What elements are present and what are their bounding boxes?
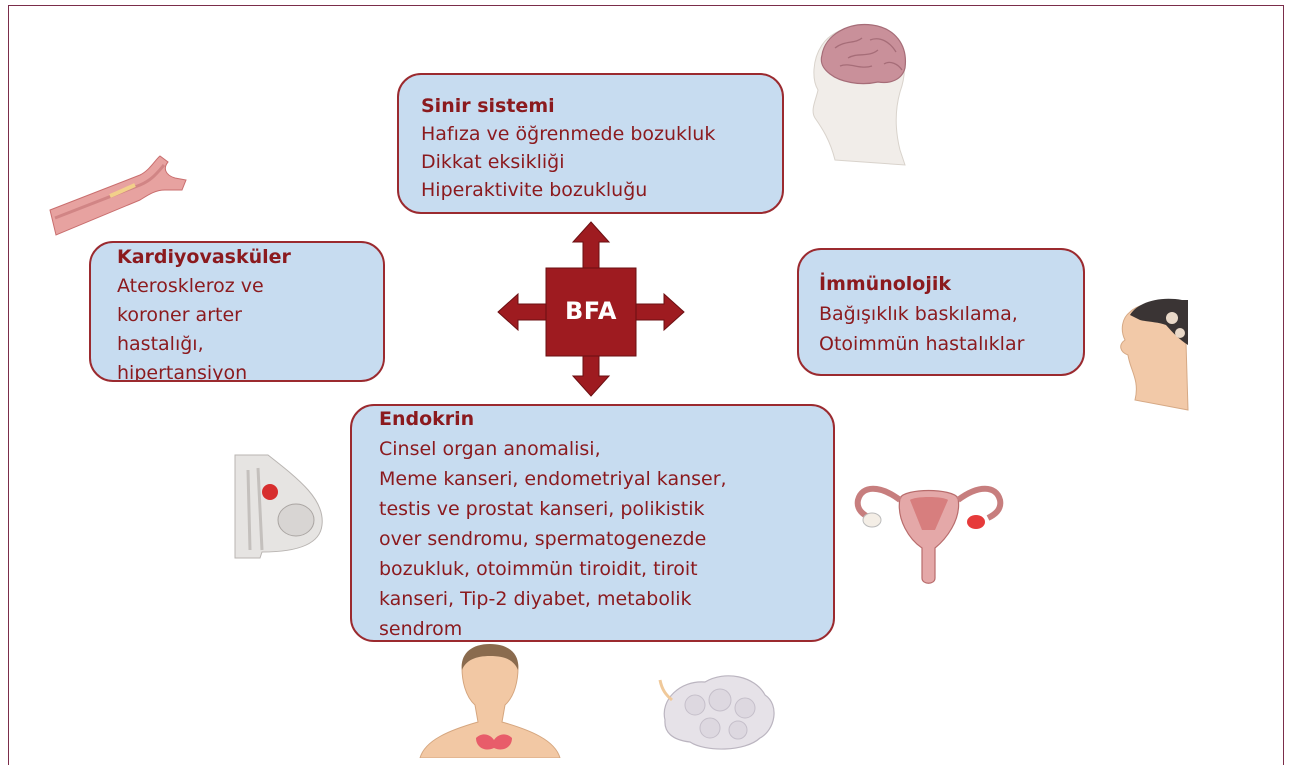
endocrine-item: kanseri, Tip-2 diyabet, metabolik (379, 584, 833, 614)
endocrine-item: Cinsel organ anomalisi, (379, 434, 833, 464)
uterus-icon (858, 489, 1001, 584)
cardiovascular-item: hipertansiyon (117, 359, 383, 382)
immunological-title: İmmünolojik (819, 269, 1083, 299)
nervous-system-item: Dikkat eksikliği (421, 148, 782, 176)
nervous-system-item: Hiperaktivite bozukluğu (421, 176, 782, 204)
pancreas-icon (660, 676, 774, 749)
endocrine-item: bozukluk, otoimmün tiroidit, tiroit (379, 554, 833, 584)
nervous-system-item: Hafıza ve öğrenmede bozukluk (421, 120, 782, 148)
cardiovascular-title: Kardiyovasküler (117, 243, 383, 272)
immunological-item: Bağışıklık baskılama, (819, 299, 1083, 329)
endocrine-item: over sendromu, spermatogenezde (379, 524, 833, 554)
endocrine-item: Meme kanseri, endometriyal kanser, (379, 464, 833, 494)
immunological-box: İmmünolojik Bağışıklık baskılama, Otoimm… (797, 248, 1085, 376)
immunological-item: Otoimmün hastalıklar (819, 329, 1083, 359)
endocrine-box: Endokrin Cinsel organ anomalisi, Meme ka… (350, 404, 835, 642)
breast-icon (235, 455, 322, 558)
cardiovascular-box: Kardiyovasküler Ateroskleroz ve koroner … (89, 241, 385, 382)
thyroid-man-icon (420, 644, 560, 758)
endocrine-title: Endokrin (379, 404, 833, 434)
cardiovascular-item: koroner arter (117, 301, 383, 330)
bfa-label: BFA (546, 297, 636, 325)
brain-head-icon (813, 25, 905, 165)
cardiovascular-item: hastalığı, (117, 330, 383, 359)
endocrine-item: sendrom (379, 614, 833, 642)
nervous-system-title: Sinir sistemi (421, 92, 782, 120)
endocrine-item: testis ve prostat kanseri, polikistik (379, 494, 833, 524)
head-profile-icon (1121, 299, 1188, 410)
nervous-system-box: Sinir sistemi Hafıza ve öğrenmede bozukl… (397, 73, 784, 214)
cardiovascular-item: Ateroskleroz ve (117, 272, 383, 301)
blood-vessel-icon (50, 156, 186, 235)
